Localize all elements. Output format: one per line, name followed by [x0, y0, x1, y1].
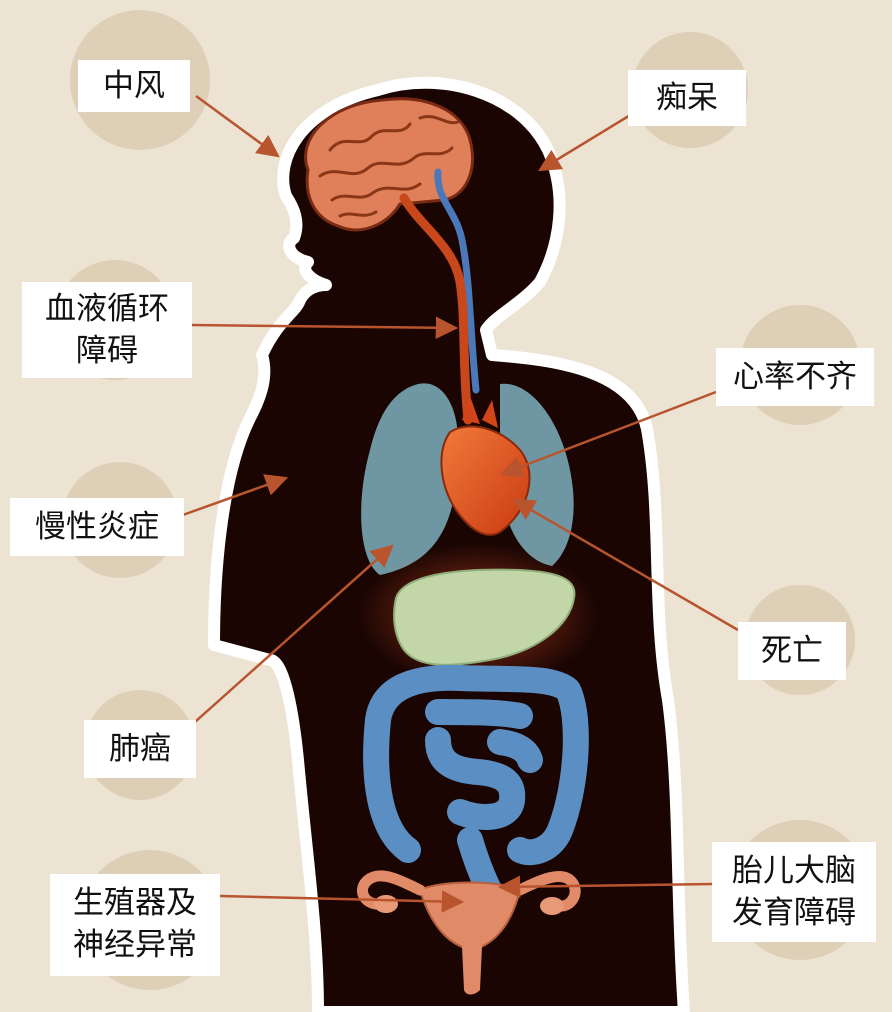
label-arrhythmia: 心率不齐 [716, 348, 874, 406]
label-dementia-text: 痴呆 [634, 70, 740, 126]
arrow-stroke [196, 96, 278, 156]
liver [358, 543, 598, 687]
label-circulation: 血液循环 障碍 [22, 282, 192, 378]
label-reproductive-line2: 神经异常 [56, 924, 214, 966]
label-stroke-text: 中风 [84, 60, 184, 112]
label-circulation-line2: 障碍 [28, 330, 186, 372]
label-reproductive: 生殖器及 神经异常 [50, 874, 220, 976]
arrow-dementia [540, 114, 632, 170]
label-death: 死亡 [738, 622, 846, 680]
label-reproductive-line1: 生殖器及 [56, 882, 214, 924]
label-inflammation: 慢性炎症 [10, 498, 184, 556]
label-fetal-brain: 胎儿大脑 发育障碍 [712, 842, 876, 942]
label-stroke: 中风 [78, 60, 190, 112]
label-fetal-brain-line2: 发育障碍 [718, 892, 870, 934]
label-fetal-brain-line1: 胎儿大脑 [718, 850, 870, 892]
label-dementia: 痴呆 [628, 70, 746, 126]
label-death-text: 死亡 [744, 622, 840, 680]
label-lung-cancer: 肺癌 [84, 720, 196, 778]
label-inflammation-text: 慢性炎症 [16, 498, 178, 556]
label-circulation-line1: 血液循环 [28, 288, 186, 330]
label-arrhythmia-text: 心率不齐 [722, 348, 868, 406]
label-lung-cancer-text: 肺癌 [90, 720, 190, 778]
